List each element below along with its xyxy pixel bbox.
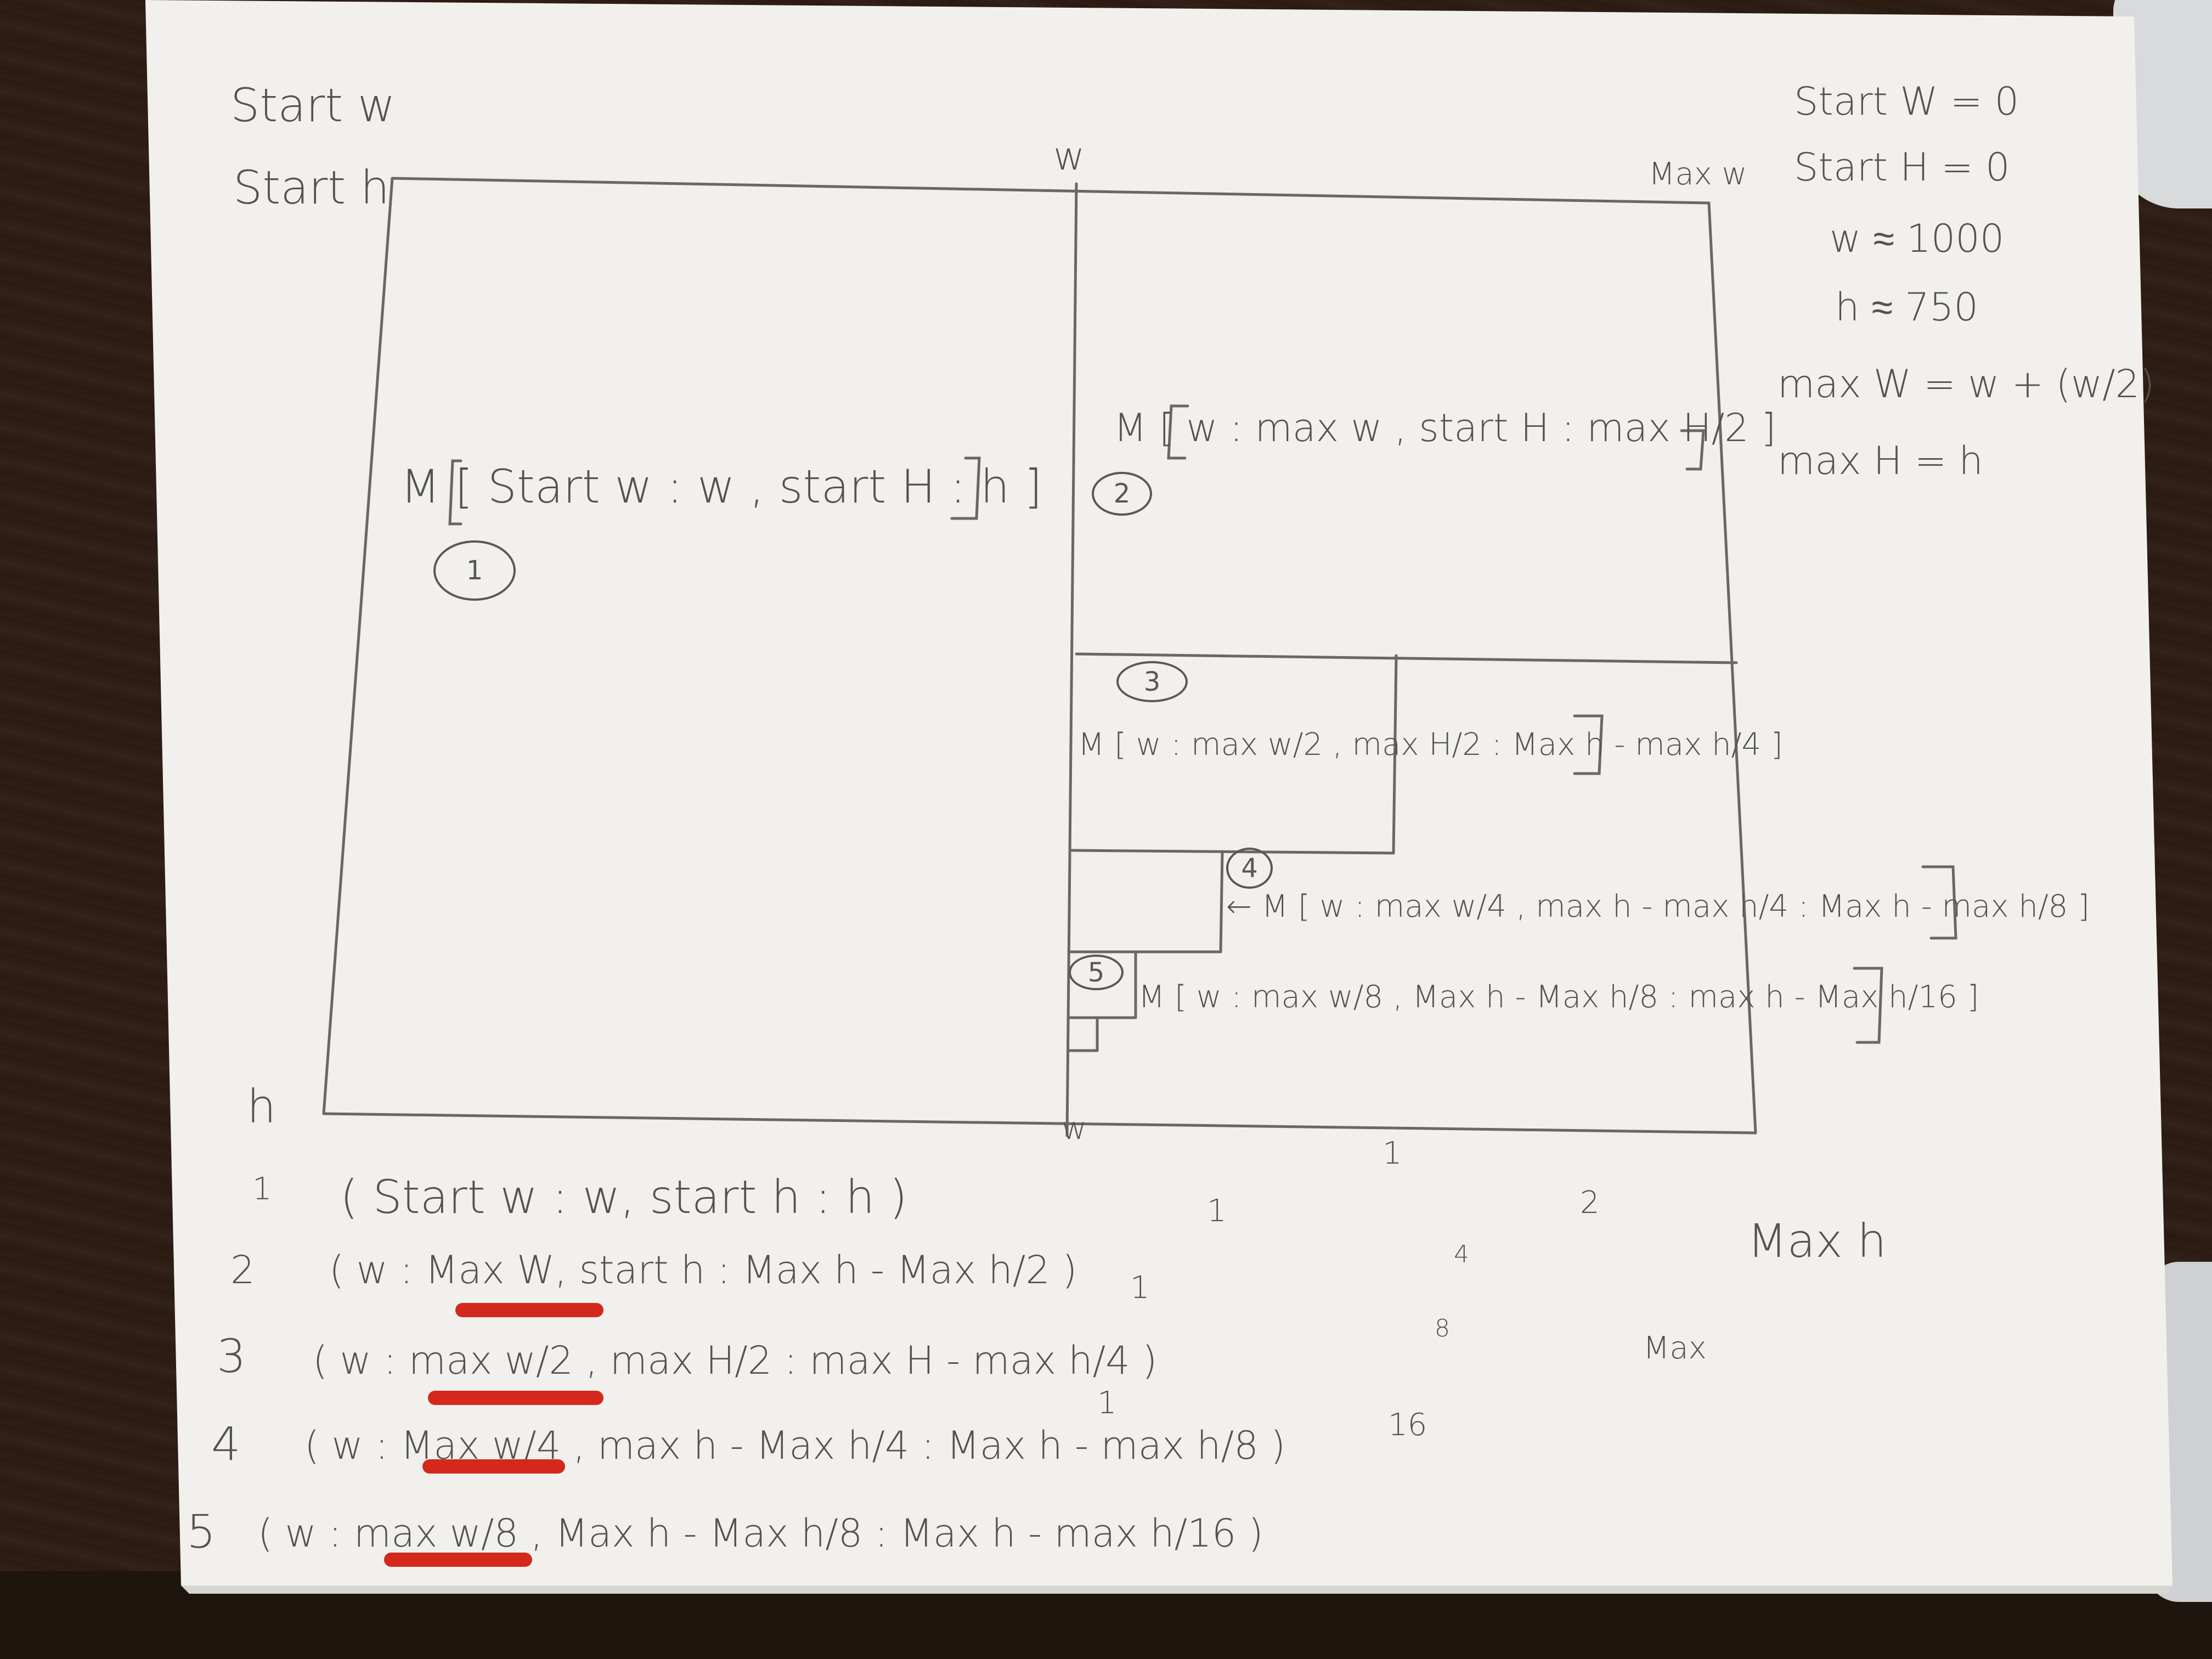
def-w: w ≈ 1000 xyxy=(1830,216,2005,261)
paper-surface xyxy=(145,0,2172,1585)
list-4-underline xyxy=(422,1459,565,1474)
bracket-2-close xyxy=(1680,429,1705,471)
middle-divider xyxy=(1065,182,1078,1137)
scribble-1b: 1 xyxy=(1207,1193,1227,1229)
right-edge xyxy=(1707,201,1757,1135)
region-3-bottom xyxy=(1068,849,1395,855)
region-3-number: 3 xyxy=(1116,661,1188,702)
region-1-formula: M [ Start w : w , start H : h ] xyxy=(400,460,1042,514)
scribble-4: 4 xyxy=(1454,1240,1469,1268)
region-3-right xyxy=(1392,654,1398,855)
pencil-grid xyxy=(322,177,1957,1137)
def-max-w: max W = w + (w/2) xyxy=(1778,362,2155,407)
bracket-2-open xyxy=(1167,404,1189,460)
list-2-number: 2 xyxy=(230,1248,255,1293)
max-w-label: Max w xyxy=(1649,156,1747,192)
scribble-max: Max xyxy=(1643,1330,1707,1366)
scribble-1a: 1 xyxy=(1383,1136,1402,1171)
paper-shadow xyxy=(181,1585,2172,1594)
list-2-text: ( w : Max W, start h : Max h - Max h/2 ) xyxy=(329,1248,1077,1293)
def-start-w: Start W = 0 xyxy=(1794,79,2019,124)
scribble-8: 8 xyxy=(1435,1314,1450,1342)
top-edge xyxy=(391,177,1711,205)
h-left-label: h xyxy=(247,1080,276,1133)
list-5-underline xyxy=(384,1553,532,1567)
list-2-underline xyxy=(455,1303,603,1317)
list-4-number: 4 xyxy=(211,1417,241,1471)
bracket-1-open xyxy=(448,459,462,526)
region-2-number: 2 xyxy=(1092,472,1152,516)
scribble-16: 16 xyxy=(1388,1407,1427,1443)
region-4-formula: ← M [ w : max w/4 , max h - max h/4 : Ma… xyxy=(1226,889,2090,924)
def-start-h: Start H = 0 xyxy=(1794,145,2010,190)
w-bottom-label: w xyxy=(1062,1111,1087,1147)
start-w-note: Start w xyxy=(230,78,396,132)
list-5-text: ( w : max w/8 , Max h - Max h/8 : Max h … xyxy=(258,1511,1263,1556)
list-3-underline xyxy=(428,1391,603,1405)
region-1-number: 1 xyxy=(433,540,516,601)
scribble-1c: 1 xyxy=(1130,1270,1150,1306)
left-edge xyxy=(322,177,394,1115)
bracket-5-close xyxy=(1853,967,1883,1044)
region-4-right xyxy=(1219,850,1224,953)
bottom-edge xyxy=(322,1112,1757,1135)
region-2-bottom xyxy=(1075,652,1738,664)
region-4-number: 4 xyxy=(1226,848,1273,889)
list-1-number: 1 xyxy=(252,1171,272,1207)
def-h: h ≈ 750 xyxy=(1835,285,1978,330)
region-5-number: 5 xyxy=(1069,955,1124,990)
start-h-note: Start h xyxy=(233,161,390,215)
list-3-text: ( w : max w/2 , max H/2 : max H - max h/… xyxy=(313,1338,1158,1383)
region-2-formula: M [ w : max w , start H : max H/2 ] xyxy=(1114,405,1776,450)
bracket-1-close xyxy=(950,456,981,520)
scribble-2: 2 xyxy=(1580,1185,1600,1221)
list-5-number: 5 xyxy=(187,1505,216,1559)
w-top-label: w xyxy=(1053,134,1085,179)
bracket-3-close xyxy=(1573,714,1604,775)
region-3-formula: M [ w : max w/2 , max H/2 : Max h - max … xyxy=(1078,727,1783,763)
list-4-text: ( w : Max w/4 , max h - Max h/4 : Max h … xyxy=(304,1423,1286,1468)
list-1-text: ( Start w : w, start h : h ) xyxy=(340,1170,907,1224)
scribble-max-h: Max h xyxy=(1747,1214,1887,1268)
def-max-h: max H = h xyxy=(1778,438,1983,483)
region-5-formula: M [ w : max w/8 , Max h - Max h/8 : max … xyxy=(1138,979,1979,1015)
list-3-number: 3 xyxy=(217,1329,246,1383)
bracket-4-close xyxy=(1921,865,1957,940)
scribble-1d: 1 xyxy=(1097,1385,1117,1421)
